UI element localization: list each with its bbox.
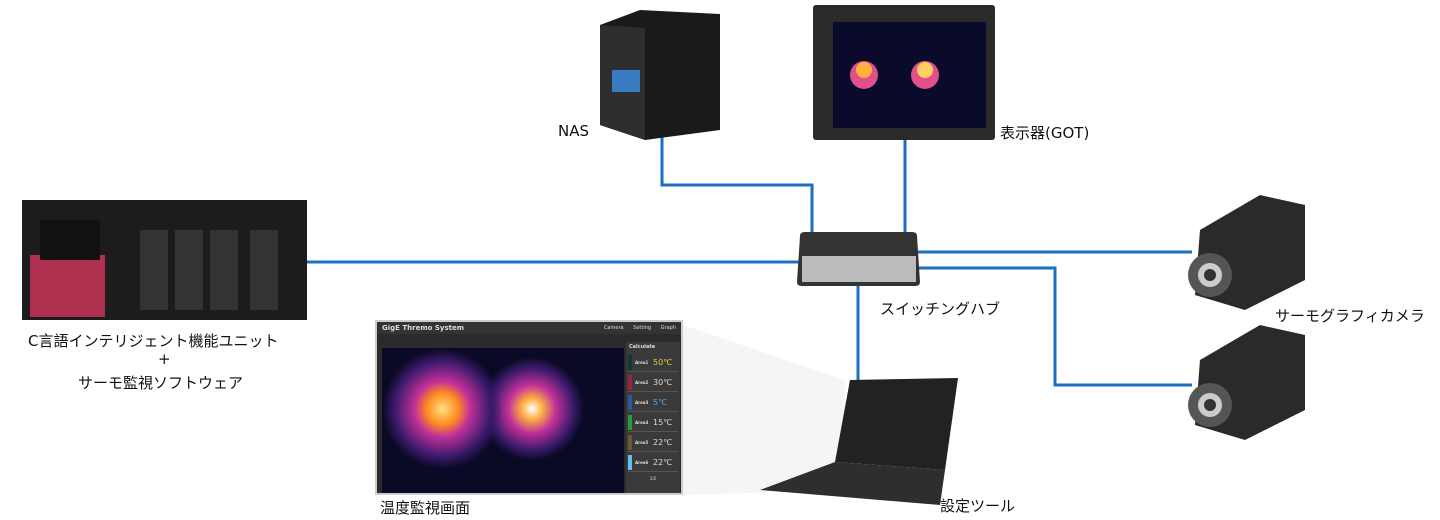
area-temp: 5℃ [653, 397, 668, 407]
area-color-swatch [628, 414, 632, 430]
panel-title: Calculate [629, 344, 656, 350]
plc-label: C言語インテリジェント機能ユニット [28, 332, 279, 350]
nas-icon [600, 10, 720, 140]
link-nas-switch [660, 135, 814, 232]
menu-graph[interactable]: Graph [660, 325, 676, 331]
got-label: 表示器(GOT) [1000, 124, 1090, 142]
menu-setting[interactable]: Setting [633, 325, 652, 331]
setup-tool-label: 設定ツール [940, 497, 1016, 515]
area-name: Area5 [635, 439, 649, 445]
area-name: Area3 [635, 399, 649, 405]
area-row: Area3 5℃ [628, 393, 678, 412]
camera-label: サーモグラフィカメラ [1275, 307, 1425, 325]
area-color-swatch [628, 434, 632, 450]
thermal-image [382, 348, 624, 493]
area-name: Area1 [635, 359, 649, 365]
area-color-swatch [628, 454, 632, 470]
app-title: GigE Thremo System [382, 324, 465, 332]
link-switch-camera2 [912, 266, 1192, 387]
area-temp: 22℃ [653, 457, 673, 467]
area-temp: 22℃ [653, 437, 673, 447]
plc-plus: + [158, 350, 171, 368]
area-name: Area2 [635, 379, 649, 385]
plc-software-label: サーモ監視ソフトウェア [78, 374, 244, 392]
nas-label: NAS [558, 122, 590, 140]
area-temp: 30℃ [653, 377, 673, 387]
menu-camera[interactable]: Camera [603, 325, 624, 331]
area-row: Area6 22℃ [628, 453, 678, 472]
monitor-screen-label: 温度監視画面 [380, 499, 471, 517]
page-indicator: 1/2 [649, 476, 657, 481]
plc-unit-icon [22, 200, 307, 320]
switch-hub-icon [797, 232, 920, 286]
area-row: Area1 50℃ [628, 353, 678, 372]
calculate-panel: Calculate Area1 50℃ Area2 30℃ Area3 5℃ Area4 15… [626, 342, 680, 493]
thermal-camera-icon [1188, 325, 1305, 440]
area-row: Area4 15℃ [628, 413, 678, 432]
got-display-icon [813, 5, 995, 140]
area-name: Area4 [635, 419, 649, 425]
area-name: Area6 [635, 459, 649, 465]
switch-label: スイッチングハブ [880, 300, 1001, 318]
area-color-swatch [628, 374, 632, 390]
area-row: Area2 30℃ [628, 373, 678, 392]
thermo-monitor-screen: GigE Thremo System Camera Setting Graph … [375, 320, 683, 495]
laptop-icon [683, 325, 958, 505]
area-color-swatch [628, 354, 632, 370]
area-color-swatch [628, 394, 632, 410]
area-temp: 15℃ [653, 417, 673, 427]
area-row: Area5 22℃ [628, 433, 678, 452]
thermal-camera-icon [1188, 195, 1305, 310]
area-temp: 50℃ [653, 357, 673, 367]
